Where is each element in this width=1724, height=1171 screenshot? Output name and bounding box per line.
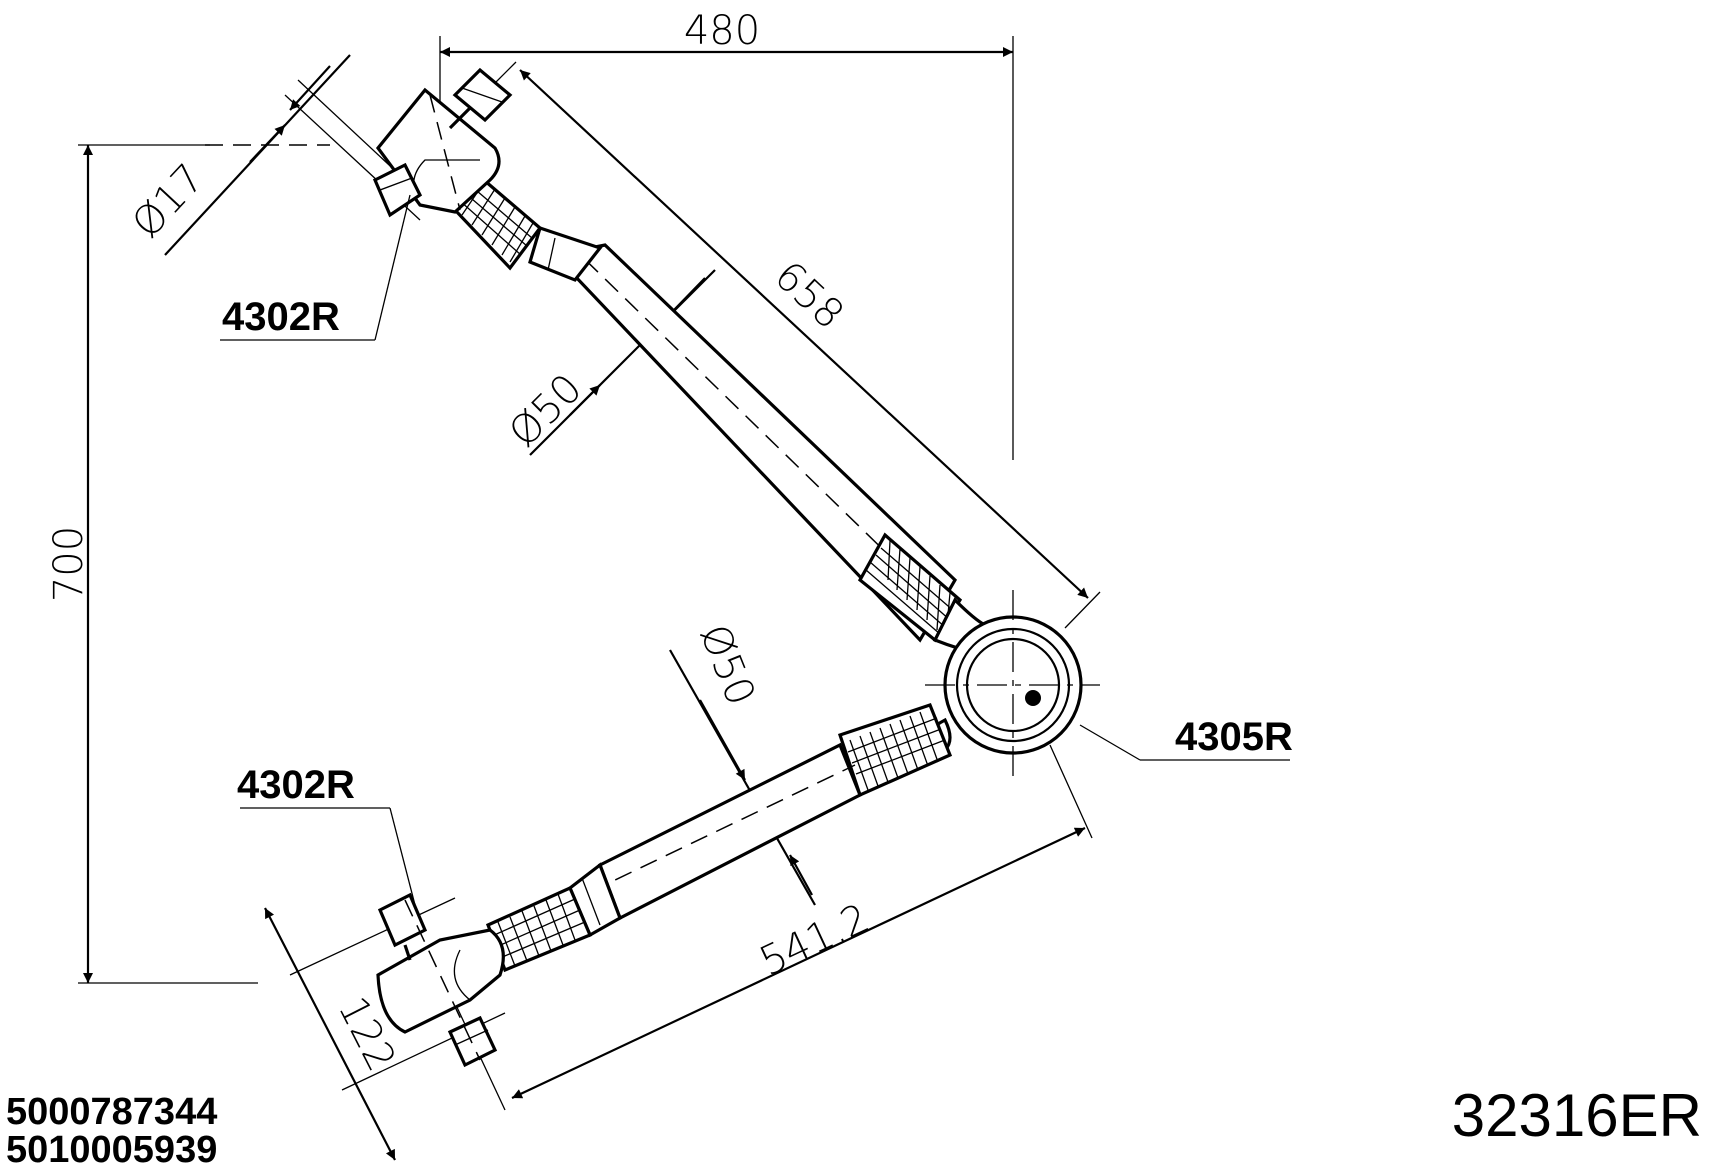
dimension-480-label: 480	[684, 8, 760, 54]
dimension-diameter-17-label: Ø17	[124, 155, 214, 247]
dimension-700-label: 700	[46, 526, 92, 602]
dimension-541-2-label: 541.2	[753, 895, 876, 985]
callout-lower-4302r: 4302R	[237, 763, 416, 906]
lower-arm	[376, 703, 953, 1068]
callout-4305r-label: 4305R	[1175, 715, 1293, 759]
callout-upper-4302r-label: 4302R	[222, 295, 340, 339]
callout-upper-4302r: 4302R	[220, 194, 411, 341]
center-bushing	[925, 590, 1290, 780]
dimension-700: 700	[46, 144, 258, 984]
upper-arm	[205, 67, 987, 657]
part-number-2: 5010005939	[6, 1129, 218, 1171]
callout-lower-4302r-label: 4302R	[237, 763, 355, 807]
dimension-658: 658	[469, 61, 1101, 629]
callout-4305r: 4305R	[1175, 715, 1293, 759]
dimension-diameter-50-lower-label: Ø50	[690, 618, 764, 712]
dimension-diameter-50-upper-label: Ø50	[500, 365, 591, 456]
part-number-1: 5000787344	[6, 1091, 218, 1133]
dimension-658-label: 658	[765, 253, 852, 339]
model-number: 32316ER	[1451, 1082, 1702, 1149]
